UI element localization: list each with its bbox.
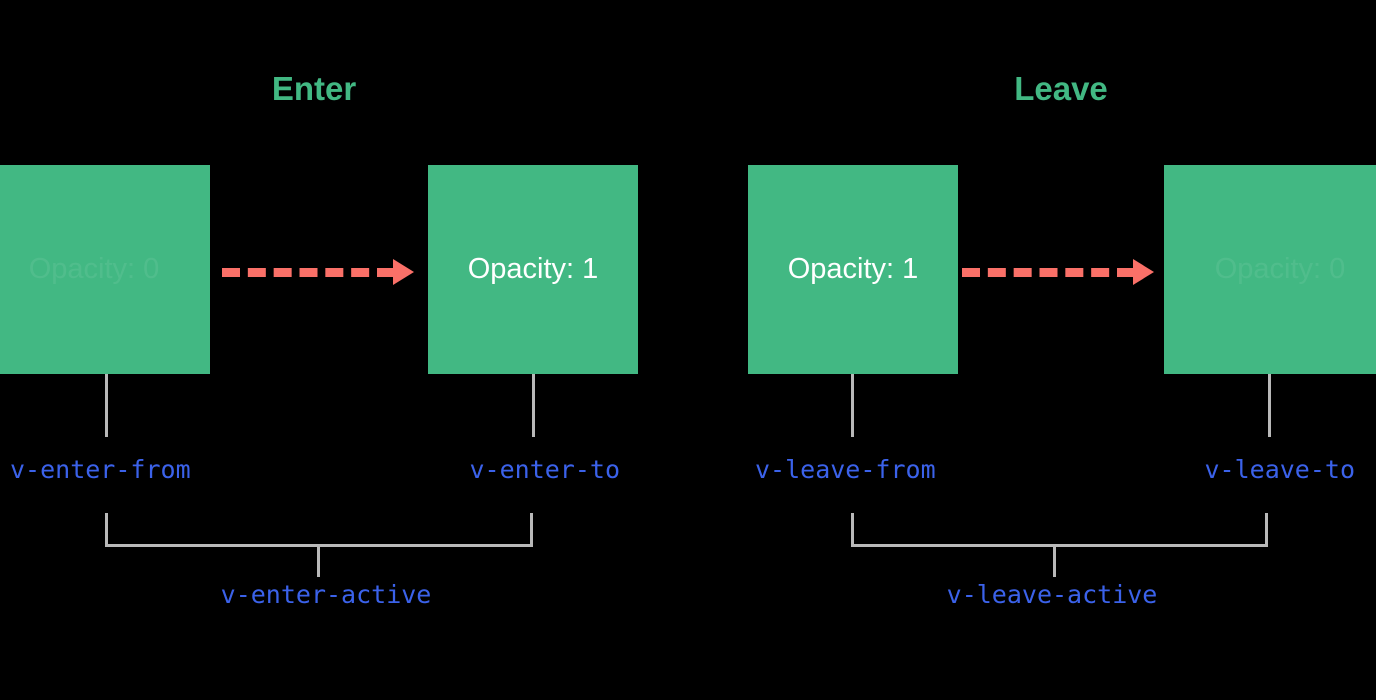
bracket-stem-leave-active [1053,544,1056,577]
arrow-shaft-icon [222,267,395,277]
state-box-leave-to-label: Opacity: 0 [1214,253,1346,285]
arrow-head-icon [393,259,414,285]
class-label-v-enter-to: v-enter-to [469,455,620,484]
leader-line-leave-from [851,374,854,437]
leader-line-enter-from [105,374,108,437]
bracket-stem-enter-active [317,544,320,577]
class-label-v-leave-active: v-leave-active [946,580,1158,609]
state-box-leave-from-label: Opacity: 1 [787,253,919,285]
state-box-leave-to: Opacity: 0 [1164,165,1376,374]
bracket-enter-active [105,513,533,547]
bracket-leave-active [851,513,1268,547]
section-title-enter: Enter [271,70,357,107]
class-label-v-leave-to: v-leave-to [1204,455,1355,484]
state-box-enter-from: Opacity: 0 [0,165,210,374]
transition-arrow-leave [962,259,1154,285]
state-box-enter-from-label: Opacity: 0 [28,253,160,285]
class-label-v-enter-active: v-enter-active [220,580,432,609]
state-box-enter-to: Opacity: 1 [428,165,638,374]
leader-line-leave-to [1268,374,1271,437]
state-box-leave-from: Opacity: 1 [748,165,958,374]
state-box-enter-to-label: Opacity: 1 [467,253,599,285]
class-label-v-enter-from: v-enter-from [10,455,191,484]
leader-line-enter-to [532,374,535,437]
arrow-shaft-icon [962,267,1135,277]
transition-arrow-enter [222,259,414,285]
section-title-leave: Leave [1014,70,1108,107]
class-label-v-leave-from: v-leave-from [755,455,936,484]
arrow-head-icon [1133,259,1154,285]
